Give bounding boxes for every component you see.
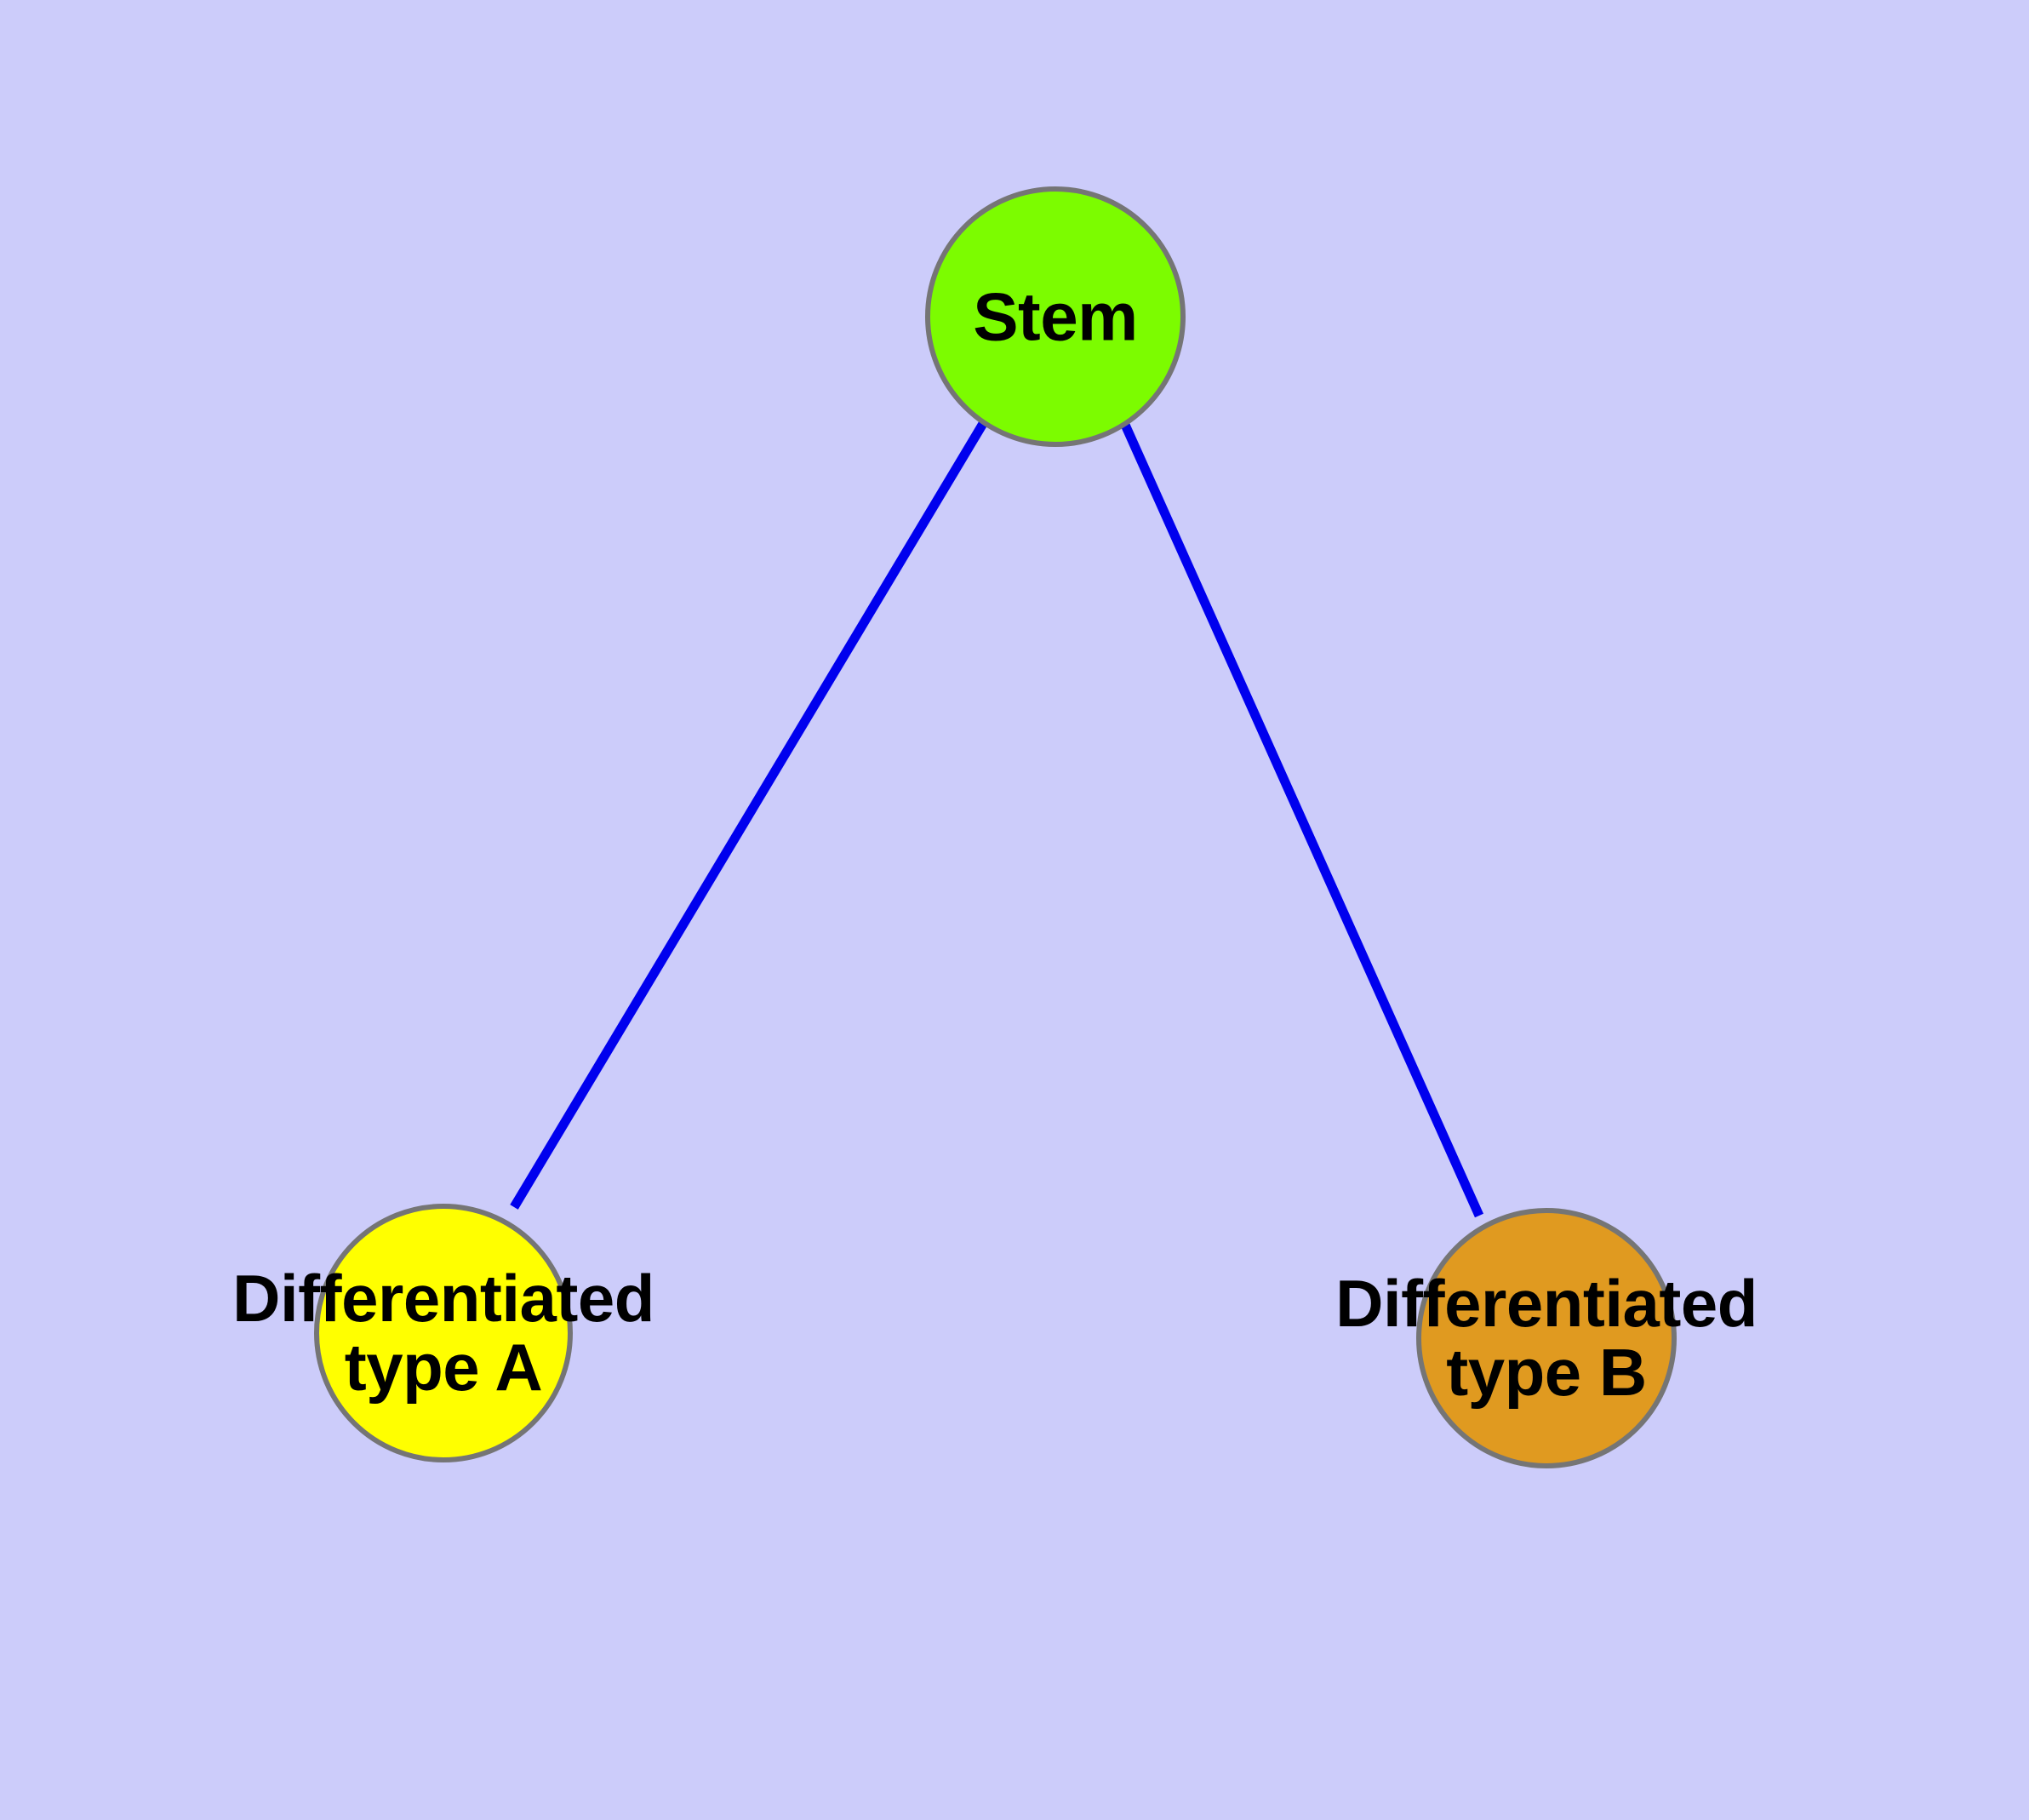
edge-layer	[510, 415, 1484, 1218]
graph-node-diff_b[interactable]	[1416, 1208, 1677, 1468]
node-layer	[314, 186, 1677, 1468]
graph-node-diff_a[interactable]	[314, 1204, 573, 1462]
graph-edge-stem-to-diff_a	[510, 420, 988, 1210]
graph-node-stem[interactable]	[925, 186, 1186, 447]
graph-edge-stem-to-diff_b	[1117, 415, 1484, 1218]
